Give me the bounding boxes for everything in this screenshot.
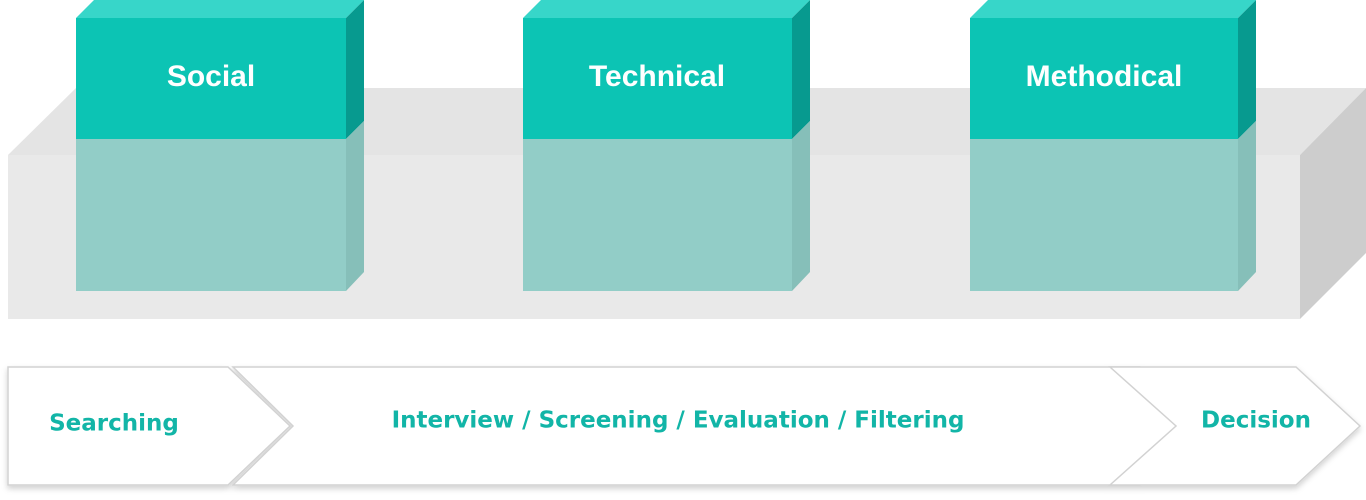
stage-label-searching: Searching: [49, 411, 179, 437]
pillar-lower-side-face: [346, 121, 364, 291]
pillar-upper-front-face: [76, 18, 346, 139]
pillar-technical: Technical: [523, 0, 810, 291]
pillar-label: Methodical: [1026, 60, 1183, 93]
pillar-social: Social: [76, 0, 364, 291]
pillar-upper-side-face: [346, 0, 364, 139]
pillar-upper-front-face: [523, 18, 792, 139]
pillar-top-face: [76, 0, 364, 18]
stage-arrow-last: [1108, 366, 1362, 486]
pillar-lower-front-face: [970, 139, 1238, 291]
stage-arrow-first: [7, 366, 292, 486]
pillar-label: Technical: [589, 60, 725, 93]
pillar-lower-front-face: [76, 139, 346, 291]
pillar-lower-side-face: [1238, 121, 1256, 291]
pillar-top-face: [970, 0, 1256, 18]
pillar-top-face: [523, 0, 810, 18]
pillar-upper-side-face: [792, 0, 810, 139]
pillar-methodical: Methodical: [970, 0, 1256, 291]
platform-side-face: [1300, 88, 1366, 319]
pillar-upper-front-face: [970, 18, 1238, 139]
process-flow: [7, 366, 1362, 486]
pillar-lower-front-face: [523, 139, 792, 291]
pillar-lower-side-face: [792, 121, 810, 291]
stage-label-decision: Decision: [1201, 408, 1311, 434]
stage-label-interview-screening: Interview / Screening / Evaluation / Fil…: [392, 408, 965, 434]
pillar-upper-side-face: [1238, 0, 1256, 139]
pillar-label: Social: [167, 60, 255, 93]
